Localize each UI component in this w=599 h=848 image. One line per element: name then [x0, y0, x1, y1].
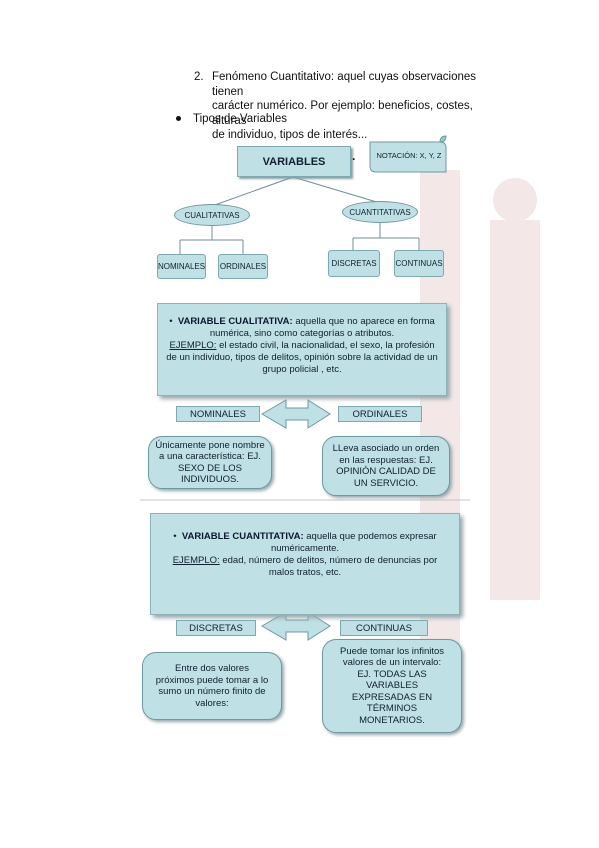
description-line: próximos puede tomar a lo: [155, 674, 269, 686]
description-line: Únicamente pone nombre: [155, 439, 265, 451]
quantitative-label: CUANTITATIVAS: [349, 207, 411, 217]
notation-label: NOTACIÓN: X, Y, Z: [376, 151, 442, 160]
notation-scroll-shape: [369, 135, 447, 173]
continuas-description: Puede tomar los infinitos valores de un …: [322, 639, 462, 733]
tag-label: ORDINALES: [352, 408, 408, 420]
leaf-label: ORDINALES: [219, 262, 267, 271]
quantitative-text: numéricamente.: [270, 543, 340, 554]
description-line: a una característica: EJ.: [159, 451, 261, 462]
description-line: Entre dos valores: [175, 663, 249, 674]
intro-number: 2.: [194, 71, 204, 83]
description-line: UN SERVICIO.: [353, 477, 419, 489]
leaf-label: CONTINUAS: [395, 259, 443, 268]
tag-label: NOMINALES: [190, 408, 246, 420]
bullet-item: Tipos de Variables: [176, 113, 287, 125]
example-text: de un individuo, tipos de delitos, opini…: [166, 352, 438, 363]
quantitative-panel: • VARIABLE CUANTITATIVA: aquella que pod…: [150, 513, 460, 615]
description-line: LLeva asociado un orden: [332, 443, 440, 454]
example-text: edad, número de delitos, número de denun…: [219, 555, 438, 566]
ordinales-description: LLeva asociado un orden en las respuesta…: [322, 436, 450, 496]
bullet-icon: •: [173, 531, 182, 542]
discretas-description: Entre dos valores próximos puede tomar a…: [142, 652, 282, 720]
qualitative-text: numérica, sino como categorías o atribut…: [209, 328, 395, 339]
description-line: VARIABLES: [365, 680, 419, 692]
description-line: OPINIÓN CALIDAD DE: [336, 466, 436, 477]
leaf-continuas: CONTINUAS: [394, 250, 444, 277]
leaf-ordinales: ORDINALES: [218, 254, 268, 279]
discretas-tag: DISCRETAS: [176, 620, 256, 636]
quantitative-text: aquella que podemos expresar: [303, 531, 437, 542]
example-text: grupo policial , etc.: [262, 364, 342, 375]
description-line: sumo un número finito de: [158, 686, 266, 697]
description-line: Puede tomar los infinitos: [339, 645, 445, 657]
intro-line: carácter numérico. Por ejemplo: benefici…: [212, 100, 473, 127]
tag-label: CONTINUAS: [356, 622, 412, 634]
nominales-description: Únicamente pone nombre a una característ…: [148, 436, 272, 489]
bullet-icon: [176, 116, 181, 122]
bullet-text: Tipos de Variables: [193, 113, 287, 125]
description-line: valores de un intervalo:: [342, 657, 442, 669]
description-line: valores:: [195, 697, 229, 709]
variables-root-box: VARIABLES: [237, 146, 351, 177]
description-line: EXPRESADAS EN: [351, 691, 433, 703]
qualitative-label: CUALITATIVAS: [184, 210, 240, 220]
leaf-nominales: NOMINALES: [157, 254, 206, 279]
quantitative-ellipse: CUANTITATIVAS: [342, 201, 418, 223]
nominales-tag: NOMINALES: [176, 406, 260, 422]
variables-root-label: VARIABLES: [262, 155, 326, 168]
leaf-label: DISCRETAS: [331, 259, 377, 268]
description-line: MONETARIOS.: [359, 714, 425, 726]
description-line: en las respuestas: EJ.: [339, 454, 433, 466]
intro-paragraph: 2. Fenómeno Cuantitativo: aquel cuyas ob…: [178, 70, 508, 143]
double-arrow-icon: [261, 611, 331, 641]
qualitative-ellipse: CUALITATIVAS: [174, 204, 250, 226]
qualitative-panel: • VARIABLE CUALITATIVA: aquella que no a…: [157, 303, 447, 396]
quantitative-heading: VARIABLE CUANTITATIVA:: [181, 531, 304, 542]
ordinales-tag: ORDINALES: [338, 406, 422, 422]
description-line: TÉRMINOS: [366, 703, 418, 715]
leaf-discretas: DISCRETAS: [328, 250, 380, 277]
description-line: SEXO DE LOS: [178, 462, 242, 474]
qualitative-heading: VARIABLE CUALITATIVA:: [177, 316, 293, 327]
example-text: malos tratos, etc.: [268, 567, 342, 578]
bullet-icon: •: [169, 316, 178, 327]
root-dot: ·: [352, 152, 356, 166]
tag-label: DISCRETAS: [189, 622, 243, 634]
double-arrow-icon: [261, 399, 331, 429]
example-label: EJEMPLO:: [169, 340, 217, 351]
description-line: INDIVIDUOS.: [180, 474, 240, 485]
example-text: el estado civil, la nacionalidad, el sex…: [216, 340, 435, 351]
intro-line: Fenómeno Cuantitativo: aquel cuyas obser…: [212, 71, 477, 98]
intro-line: de individuo, tipos de interés...: [212, 129, 368, 141]
description-line: EJ. TODAS LAS: [357, 668, 427, 680]
continuas-tag: CONTINUAS: [340, 620, 428, 636]
qualitative-text: aquella que no aparece en forma: [292, 316, 435, 327]
leaf-label: NOMINALES: [157, 262, 206, 271]
example-label: EJEMPLO:: [172, 555, 220, 566]
